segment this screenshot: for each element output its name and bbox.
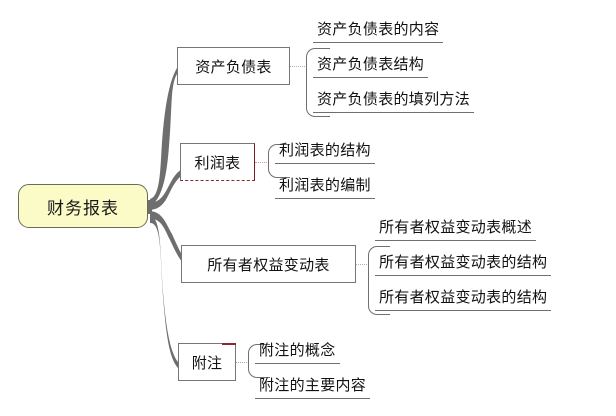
branch-node-income-statement[interactable]: 利润表 xyxy=(180,143,255,181)
leaf-label: 所有者权益变动表概述 xyxy=(379,218,533,236)
leaf-item[interactable]: 利润表的结构 xyxy=(275,139,375,164)
leaf-item[interactable]: 资产负债表结构 xyxy=(313,53,429,78)
group-bracket-owners-equity xyxy=(368,246,390,315)
branch-node-notes[interactable]: 附注 xyxy=(178,343,236,381)
leaf-underline xyxy=(275,163,375,164)
leaf-label: 利润表的编制 xyxy=(279,176,371,194)
leaf-item[interactable]: 资产负债表的内容 xyxy=(313,18,444,43)
group-bracket-balance-sheet xyxy=(306,48,330,117)
branch-label-owners-equity: 所有者权益变动表 xyxy=(207,255,330,274)
stub-notes xyxy=(236,362,249,363)
branch-label-income-statement: 利润表 xyxy=(194,153,241,172)
leaf-underline xyxy=(375,275,552,276)
leaf-underline xyxy=(313,77,429,78)
curve-to-balance-sheet xyxy=(150,68,177,207)
branch-node-balance-sheet[interactable]: 资产负债表 xyxy=(177,47,290,85)
stub-income-statement xyxy=(255,162,269,163)
leaf-underline xyxy=(255,363,340,364)
root-label: 财务报表 xyxy=(47,198,119,219)
leaf-item[interactable]: 附注的主要内容 xyxy=(255,374,371,399)
stub-owners-equity xyxy=(356,264,369,265)
leaf-underline xyxy=(375,310,552,311)
branch-node-owners-equity[interactable]: 所有者权益变动表 xyxy=(181,245,356,283)
leaf-label: 资产负债表的填列方法 xyxy=(317,90,471,108)
leaf-item[interactable]: 所有者权益变动表的结构 xyxy=(375,286,552,311)
leaf-underline xyxy=(275,198,375,199)
leaf-label: 所有者权益变动表的结构 xyxy=(379,253,548,271)
stub-balance-sheet xyxy=(290,66,307,67)
curve-to-income-statement xyxy=(150,168,184,210)
leaf-item[interactable]: 所有者权益变动表概述 xyxy=(375,216,537,241)
leaf-label: 利润表的结构 xyxy=(279,141,371,159)
leaf-underline xyxy=(313,42,444,43)
branch-label-notes: 附注 xyxy=(191,353,223,372)
leaf-underline xyxy=(313,112,475,113)
group-bracket-income-statement xyxy=(268,144,290,178)
leaf-item[interactable]: 利润表的编制 xyxy=(275,174,375,199)
curve-to-notes xyxy=(150,215,178,368)
leaf-label: 附注的主要内容 xyxy=(259,376,367,394)
leaf-label: 所有者权益变动表的结构 xyxy=(379,288,548,306)
leaf-item[interactable]: 所有者权益变动表的结构 xyxy=(375,251,552,276)
leaf-underline xyxy=(255,398,371,399)
leaf-item[interactable]: 资产负债表的填列方法 xyxy=(313,88,475,113)
leaf-item[interactable]: 附注的概念 xyxy=(255,339,340,364)
root-node[interactable]: 财务报表 xyxy=(18,184,148,228)
group-bracket-notes xyxy=(248,344,270,378)
leaf-label: 资产负债表结构 xyxy=(317,55,425,73)
curve-to-owners-equity xyxy=(150,211,184,264)
leaf-label: 附注的概念 xyxy=(259,341,336,359)
leaf-underline xyxy=(375,240,537,241)
leaf-label: 资产负债表的内容 xyxy=(317,20,440,38)
branch-label-balance-sheet: 资产负债表 xyxy=(195,57,272,76)
